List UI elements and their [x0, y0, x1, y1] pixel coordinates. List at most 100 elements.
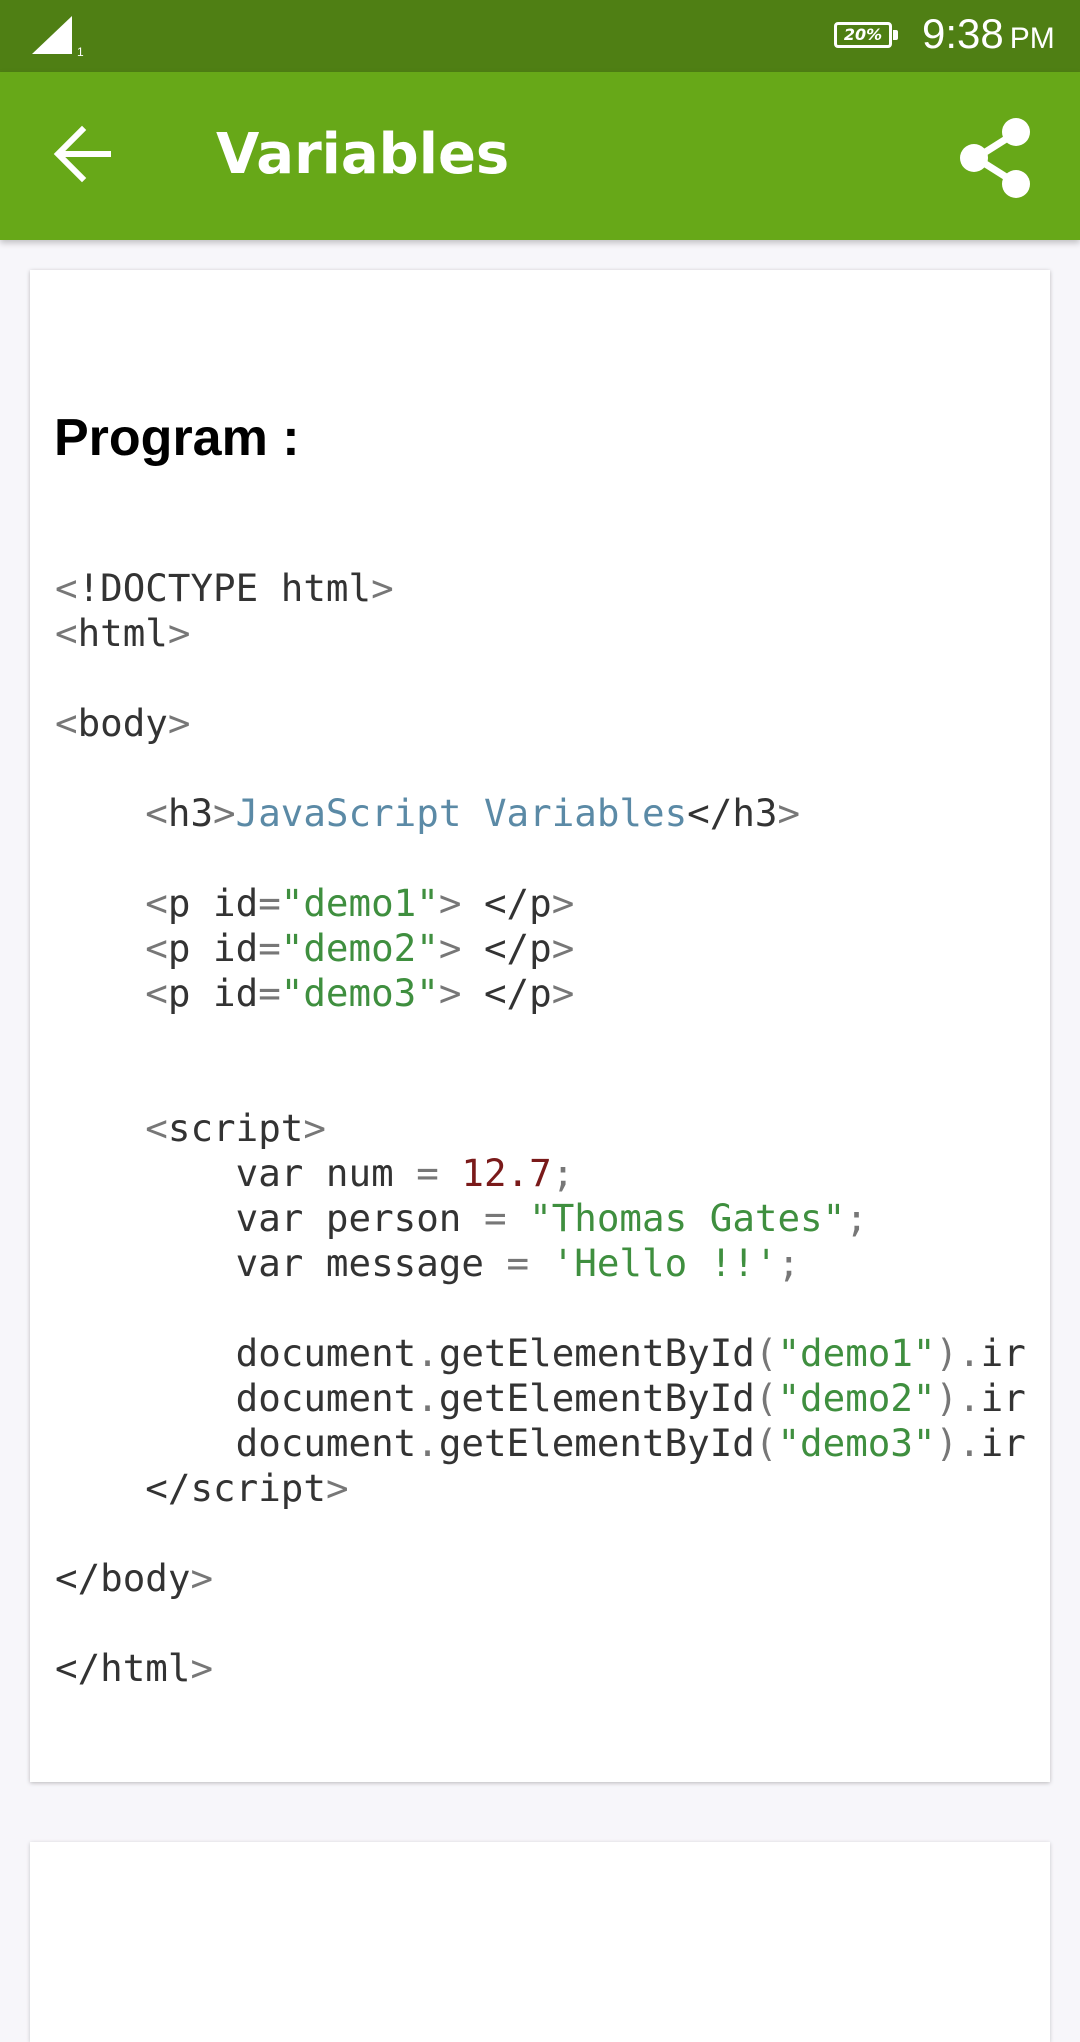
code-token: >: [438, 926, 484, 970]
code-token: =: [258, 971, 281, 1015]
code-line: document.getElementById("demo2").ir: [55, 1376, 1026, 1421]
code-token: (: [754, 1421, 778, 1465]
code-token: </p: [483, 881, 552, 925]
code-line: </script>: [55, 1466, 1026, 1511]
code-token: !DOCTYPE html: [77, 566, 372, 610]
code-token: "Thomas Gates": [529, 1196, 846, 1240]
clock-ampm: PM: [1009, 22, 1055, 55]
code-token: (: [754, 1331, 778, 1375]
code-line: [55, 746, 1026, 791]
code-token: document: [55, 1421, 417, 1465]
clock-time: 9:38: [922, 10, 1004, 57]
sim-label: 1: [77, 45, 84, 58]
battery-icon: 20%: [834, 22, 900, 52]
code-token: >: [777, 791, 801, 835]
code-token: "demo2": [777, 1376, 936, 1420]
code-token: <: [55, 971, 168, 1015]
code-token: >: [551, 971, 575, 1015]
code-token: <: [55, 791, 168, 835]
code-line: [55, 836, 1026, 881]
code-line: <html>: [55, 611, 1026, 656]
code-token: =: [416, 1151, 462, 1195]
code-token: ;: [845, 1196, 868, 1240]
battery-level: 20%: [834, 22, 892, 48]
code-line: document.getElementById("demo3").ir: [55, 1421, 1026, 1466]
code-token: =: [506, 1241, 552, 1285]
code-token: 'Hello !!': [551, 1241, 778, 1285]
code-token: <: [55, 566, 78, 610]
code-token: >: [551, 881, 575, 925]
code-token: ir: [980, 1376, 1026, 1420]
code-token: document: [55, 1376, 417, 1420]
code-token: 12.7: [461, 1151, 552, 1195]
code-line: </html>: [55, 1646, 1026, 1691]
code-token: </p: [483, 926, 552, 970]
code-token: >: [213, 791, 236, 835]
code-token: p id: [167, 881, 259, 925]
code-token: </h3: [687, 791, 778, 835]
page-title: Variables: [216, 122, 510, 187]
code-token: p id: [167, 971, 259, 1015]
code-token: >: [303, 1106, 326, 1150]
code-token: >: [438, 881, 484, 925]
share-icon[interactable]: [952, 112, 1044, 204]
code-token: </body: [55, 1556, 191, 1600]
code-token: .: [416, 1376, 439, 1420]
program-card: Program : <!DOCTYPE html><html> <body> <…: [30, 270, 1050, 1782]
code-line: var num = 12.7;: [55, 1151, 1026, 1196]
code-token: =: [258, 881, 281, 925]
code-token: .: [416, 1421, 439, 1465]
code-token: </script: [55, 1466, 326, 1510]
code-line: [55, 1016, 1026, 1061]
code-token: p id: [167, 926, 259, 970]
code-line: [55, 1511, 1026, 1556]
code-token: </p: [483, 971, 552, 1015]
code-token: (: [754, 1376, 778, 1420]
code-token: >: [325, 1466, 349, 1510]
code-line: </body>: [55, 1556, 1026, 1601]
code-token: =: [483, 1196, 530, 1240]
code-token: ).: [935, 1376, 981, 1420]
code-line: var person = "Thomas Gates";: [55, 1196, 1026, 1241]
code-token: </html: [55, 1646, 191, 1690]
code-token: body: [77, 701, 168, 745]
code-line: <body>: [55, 701, 1026, 746]
code-token: var person: [55, 1196, 484, 1240]
code-token: getElementById: [438, 1421, 755, 1465]
code-block: <!DOCTYPE html><html> <body> <h3>JavaScr…: [55, 566, 1026, 1691]
arrow-back-icon[interactable]: [42, 112, 126, 196]
code-line: <script>: [55, 1106, 1026, 1151]
code-token: ir: [980, 1331, 1026, 1375]
code-token: <: [55, 926, 168, 970]
code-token: <: [55, 1106, 168, 1150]
code-token: JavaScript Variables: [235, 791, 688, 835]
code-token: >: [167, 701, 191, 745]
code-token: "demo3": [280, 971, 439, 1015]
code-line: [55, 1601, 1026, 1646]
code-token: ;: [777, 1241, 801, 1285]
code-token: >: [190, 1556, 214, 1600]
code-token: >: [190, 1646, 214, 1690]
code-line: <p id="demo1"> </p>: [55, 881, 1026, 926]
code-token: =: [258, 926, 281, 970]
code-token: >: [551, 926, 575, 970]
code-line: document.getElementById("demo1").ir: [55, 1331, 1026, 1376]
code-line: <p id="demo3"> </p>: [55, 971, 1026, 1016]
code-token: var message: [55, 1241, 507, 1285]
code-token: getElementById: [438, 1376, 755, 1420]
code-line: <!DOCTYPE html>: [55, 566, 1026, 611]
code-token: <: [55, 881, 168, 925]
code-token: >: [438, 971, 484, 1015]
code-line: var message = 'Hello !!';: [55, 1241, 1026, 1286]
code-line: [55, 1286, 1026, 1331]
code-token: <: [55, 611, 78, 655]
code-token: ;: [551, 1151, 575, 1195]
code-line: <p id="demo2"> </p>: [55, 926, 1026, 971]
code-token: h3: [167, 791, 214, 835]
code-token: >: [371, 566, 394, 610]
code-token: >: [167, 611, 191, 655]
code-token: var num: [55, 1151, 417, 1195]
code-token: <: [55, 701, 78, 745]
